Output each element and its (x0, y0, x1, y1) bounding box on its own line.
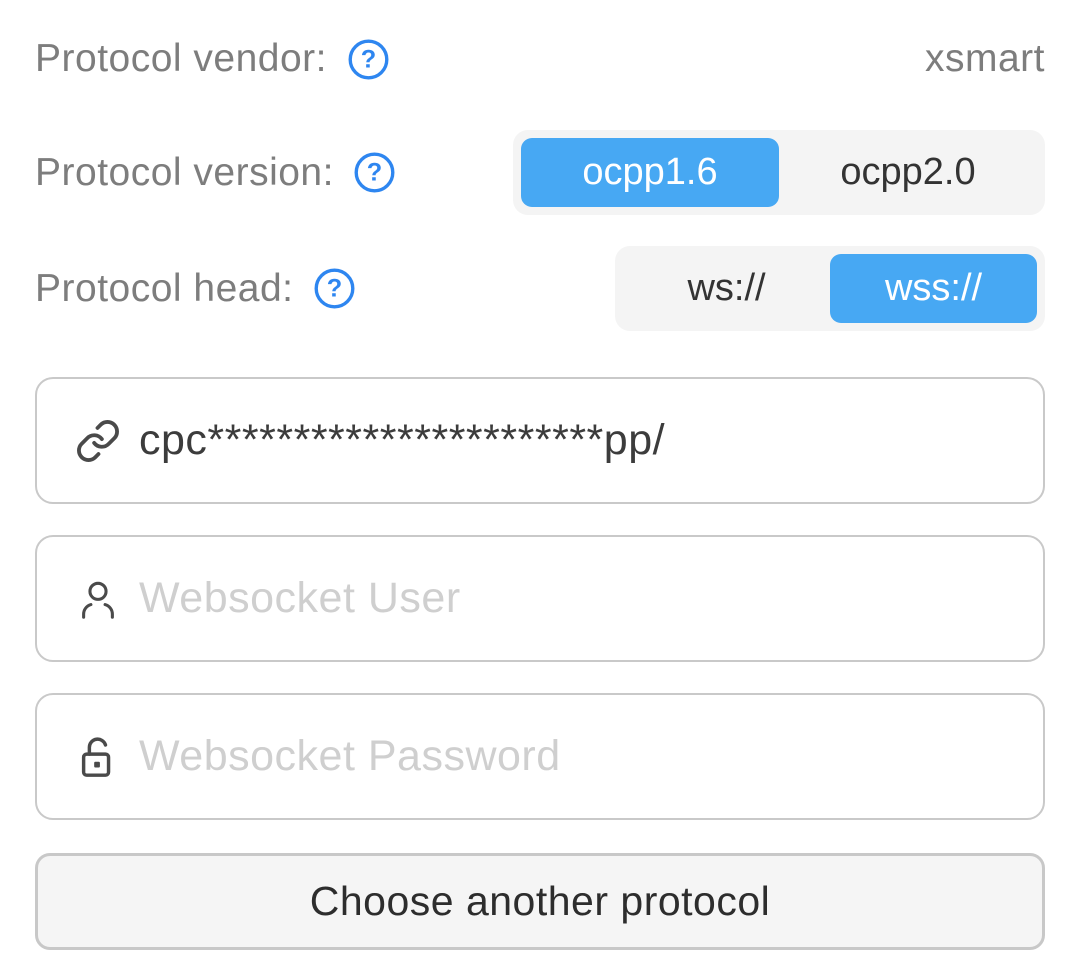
websocket-url-input[interactable] (139, 416, 1015, 465)
protocol-vendor-row: Protocol vendor: ? xsmart (35, 28, 1045, 90)
choose-another-protocol-button[interactable]: Choose another protocol (35, 853, 1045, 950)
protocol-head-segmented-control: ws:// wss:// (615, 246, 1045, 331)
protocol-head-row: Protocol head: ? ws:// wss:// (35, 246, 1045, 331)
protocol-version-row: Protocol version: ? ocpp1.6 ocpp2.0 (35, 130, 1045, 215)
websocket-password-field[interactable] (35, 693, 1045, 820)
segment-ocpp2-0[interactable]: ocpp2.0 (779, 138, 1037, 207)
user-icon (75, 576, 121, 622)
lock-icon (75, 734, 121, 780)
question-circle-icon[interactable]: ? (345, 36, 391, 82)
websocket-url-field[interactable] (35, 377, 1045, 504)
protocol-version-segmented-control: ocpp1.6 ocpp2.0 (513, 130, 1045, 215)
segment-ocpp1-6[interactable]: ocpp1.6 (521, 138, 779, 207)
question-circle-icon[interactable]: ? (312, 266, 358, 312)
protocol-vendor-label: Protocol vendor: (35, 37, 327, 80)
websocket-user-input[interactable] (139, 574, 1015, 623)
protocol-head-label: Protocol head: (35, 266, 294, 310)
protocol-vendor-label-group: Protocol vendor: ? (35, 36, 391, 82)
link-icon (75, 418, 121, 464)
websocket-password-input[interactable] (139, 732, 1015, 781)
segment-wss[interactable]: wss:// (830, 254, 1037, 323)
protocol-vendor-value: xsmart (925, 37, 1045, 80)
segment-ws[interactable]: ws:// (623, 254, 830, 323)
protocol-head-label-group: Protocol head: ? (35, 266, 358, 312)
protocol-version-label-group: Protocol version: ? (35, 150, 398, 196)
svg-text:?: ? (367, 158, 382, 186)
protocol-settings-form: Protocol vendor: ? xsmart Protocol versi… (35, 28, 1045, 950)
websocket-user-field[interactable] (35, 535, 1045, 662)
protocol-version-label: Protocol version: (35, 150, 334, 194)
svg-text:?: ? (360, 45, 375, 73)
svg-text:?: ? (327, 274, 342, 302)
question-circle-icon[interactable]: ? (352, 150, 398, 196)
